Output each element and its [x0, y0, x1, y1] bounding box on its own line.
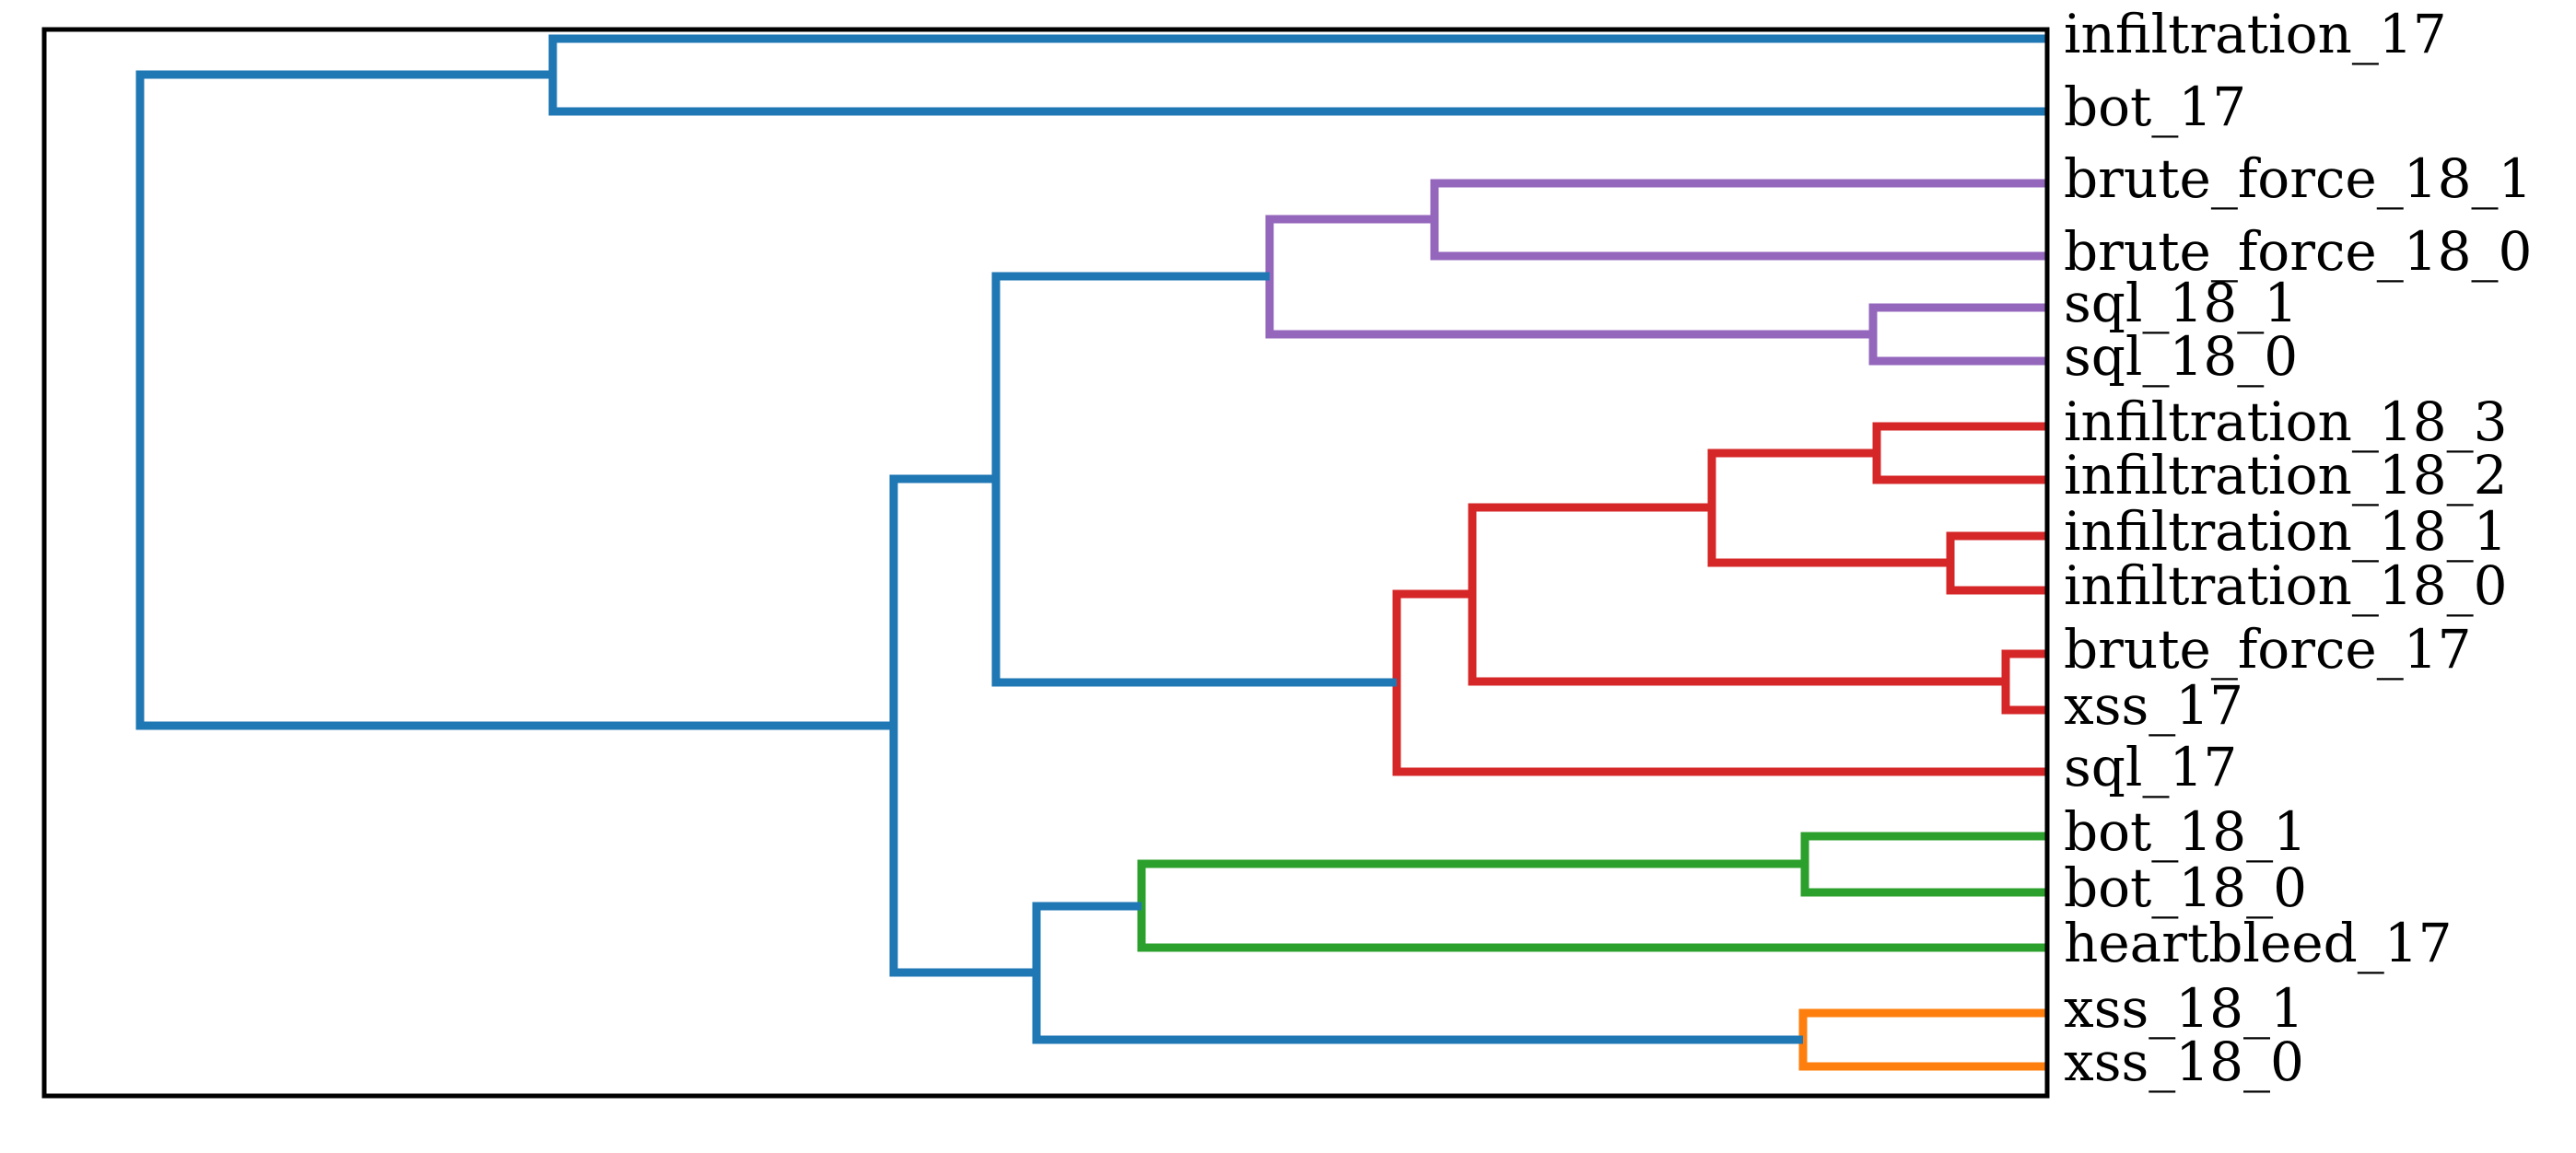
leaf-label-sql_18_1: sql_18_1	[2064, 272, 2298, 334]
axes-frame	[41, 27, 2050, 1099]
leaf-label-heartbleed_17: heartbleed_17	[2064, 912, 2453, 974]
leaf-label-xss_18_0: xss_18_0	[2064, 1031, 2304, 1093]
leaf-label-infiltration_18_1: infiltration_18_1	[2064, 500, 2508, 563]
leaf-label-xss_17: xss_17	[2064, 674, 2243, 737]
leaf-label-brute_force_18_1: brute_force_18_1	[2064, 147, 2532, 210]
dendrogram-links	[135, 34, 2047, 1071]
leaf-label-sql_18_0: sql_18_0	[2064, 325, 2298, 388]
leaf-label-bot_18_1: bot_18_1	[2064, 800, 2307, 863]
leaf-label-infiltration_18_2: infiltration_18_2	[2064, 444, 2508, 507]
leaf-label-brute_force_17: brute_force_17	[2064, 618, 2472, 681]
leaf-label-xss_18_1: xss_18_1	[2064, 977, 2304, 1040]
leaf-label-sql_17: sql_17	[2064, 736, 2237, 798]
leaf-label-bot_17: bot_17	[2064, 76, 2246, 138]
leaf-label-brute_force_18_0: brute_force_18_0	[2064, 220, 2532, 283]
dendrogram-link	[135, 70, 894, 730]
leaf-label-infiltration_18_3: infiltration_18_3	[2064, 390, 2508, 453]
leaf-labels: infiltration_17 bot_17 brute_force_18_1bru…	[2064, 3, 2532, 1093]
leaf-label-infiltration_17: infiltration_17	[2064, 3, 2447, 65]
leaf-label-bot_18_0: bot_18_0	[2064, 856, 2307, 919]
leaf-label-infiltration_18_0: infiltration_18_0	[2064, 554, 2508, 617]
